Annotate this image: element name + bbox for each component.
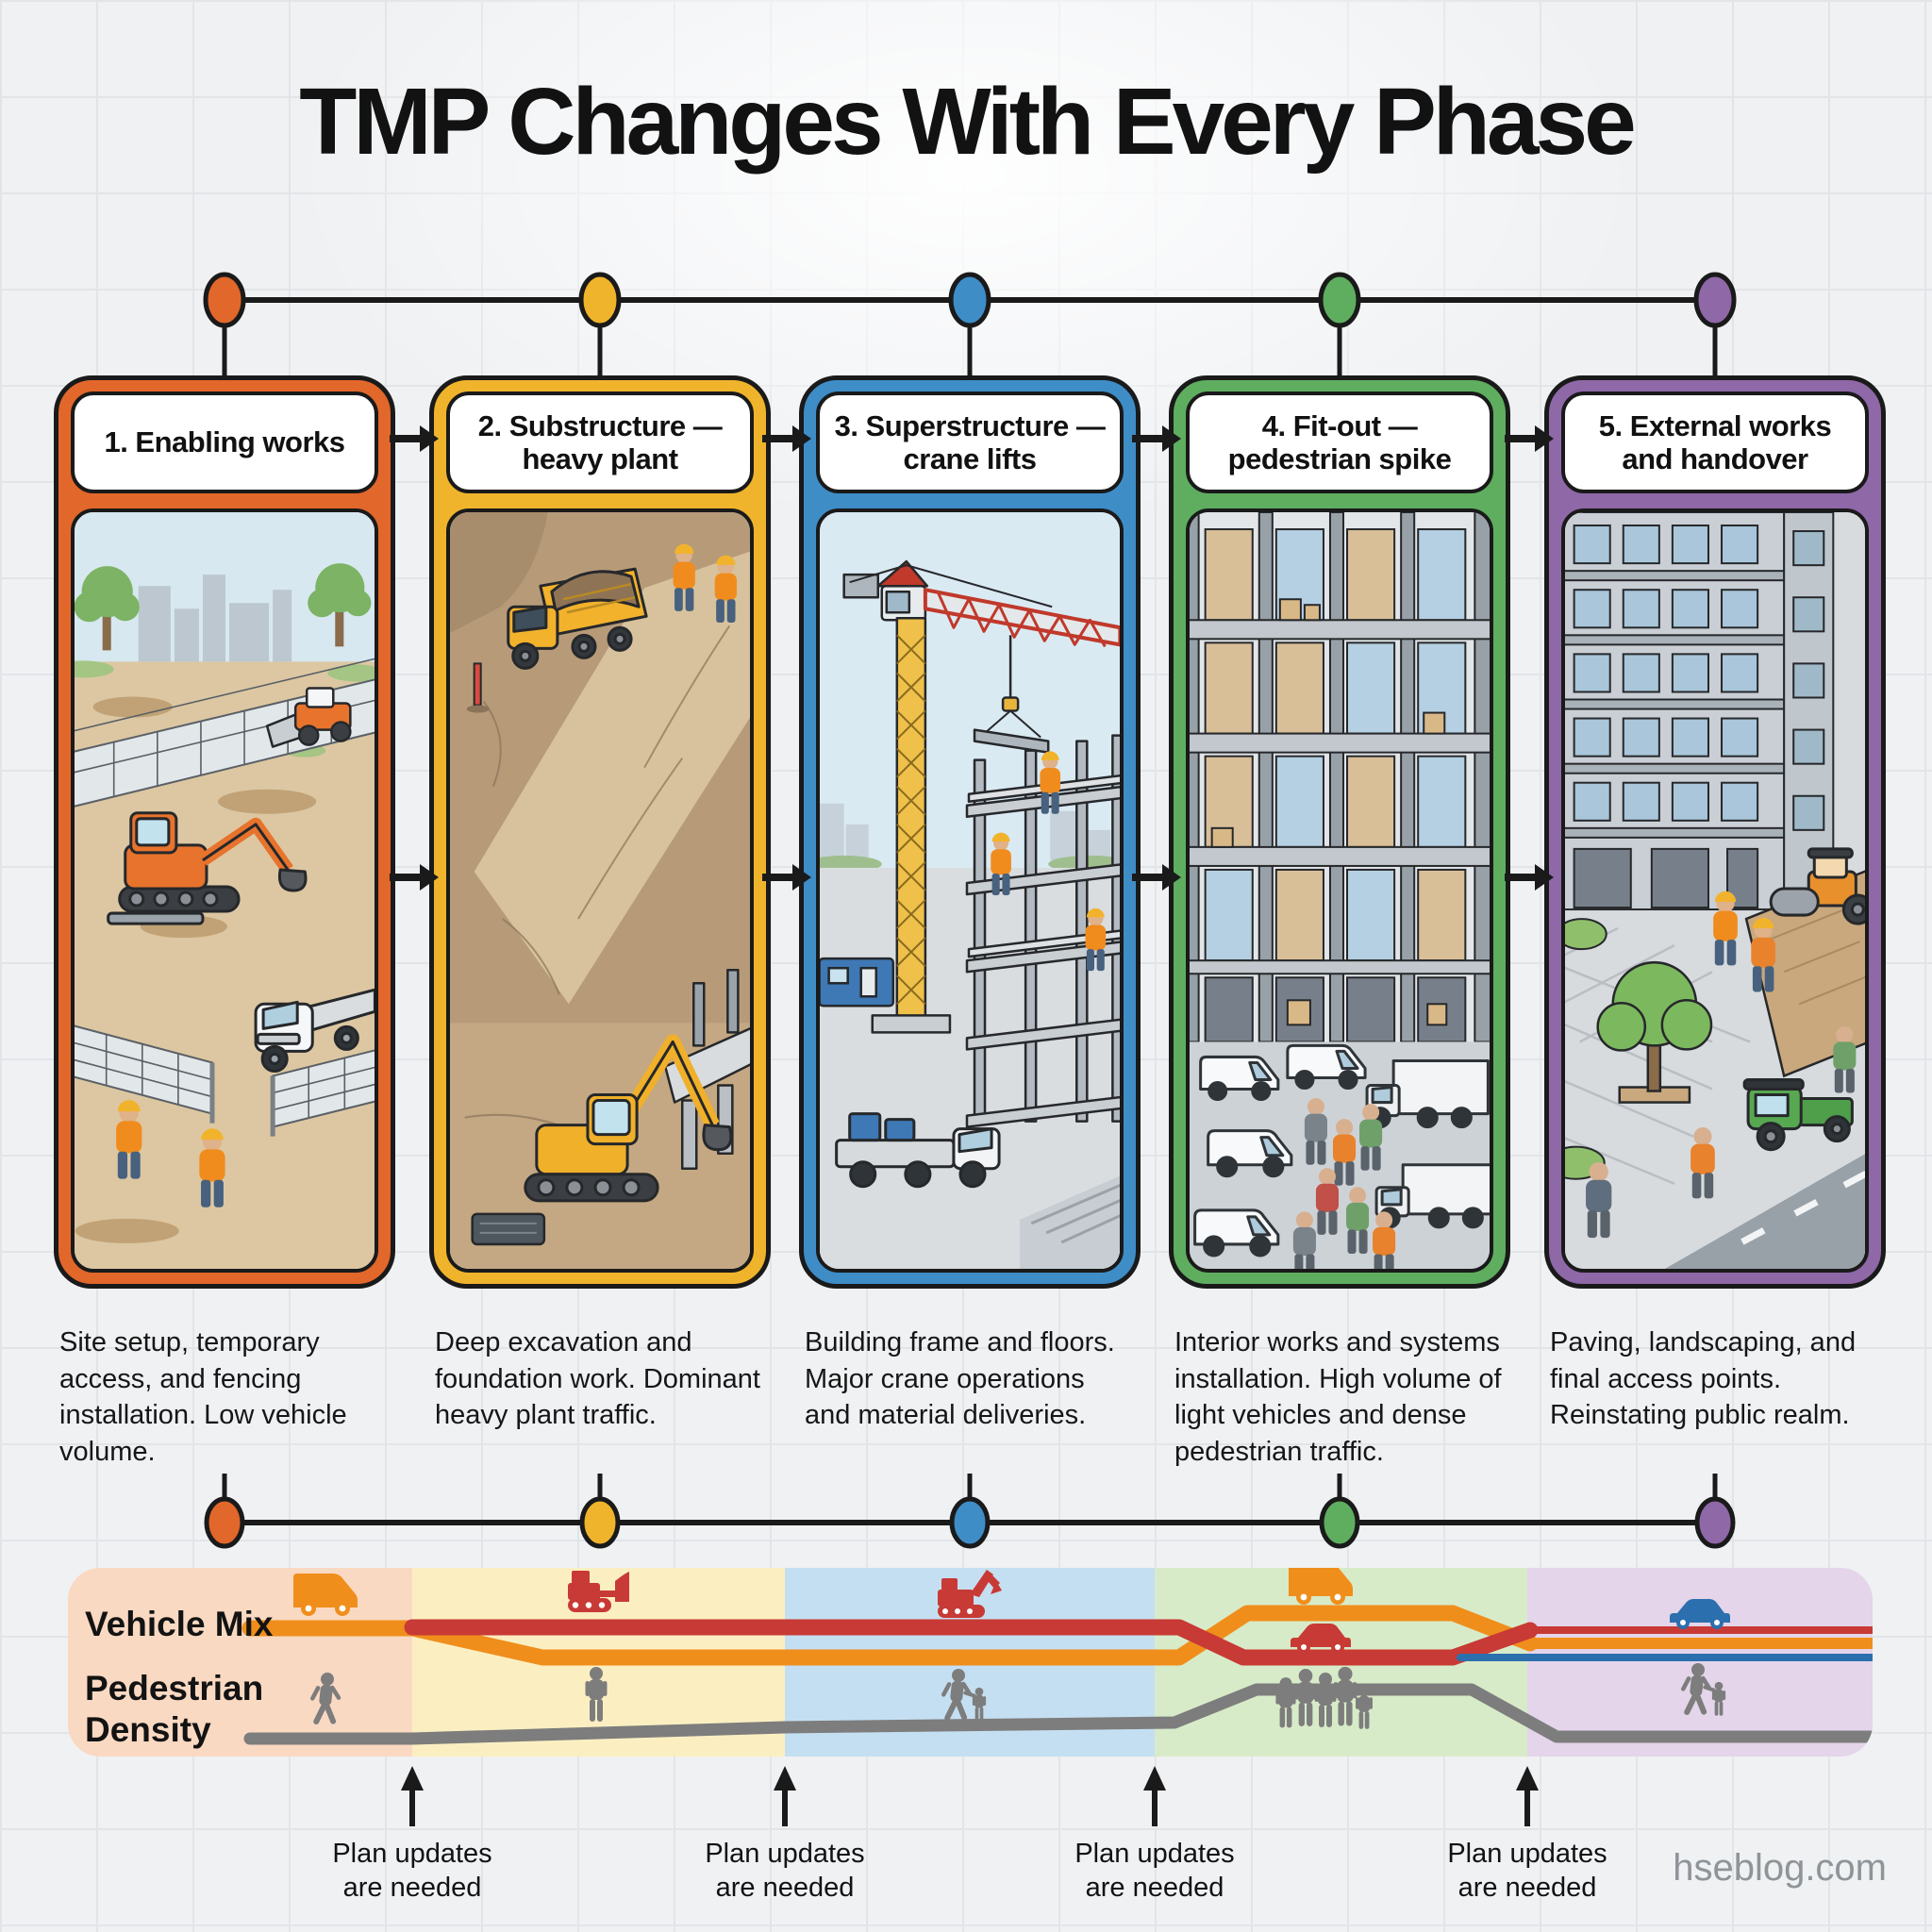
phase-3-dot <box>949 1496 991 1549</box>
roof-deck-icon <box>1020 1175 1120 1269</box>
plan-update-note-4: Plan updates are needed <box>1447 1839 1607 1903</box>
phase-5-band <box>1527 1568 1873 1757</box>
superstructure-scene-icon <box>820 512 1120 1269</box>
lower-fence-icon <box>75 1024 375 1137</box>
phase-5-title: 5. External works and handover <box>1561 391 1869 493</box>
skyline-icon <box>138 575 292 662</box>
arrow-right-icon <box>1505 425 1554 452</box>
plan-update-note-2: Plan updates are needed <box>705 1839 865 1903</box>
phase-card-1: 1. Enabling works <box>54 375 395 1289</box>
plan-update-note-1: Plan updates are needed <box>332 1839 492 1903</box>
watermark: hseblog.com <box>1673 1847 1887 1889</box>
phase-1-title: 1. Enabling works <box>71 391 378 493</box>
arrow-up-icon <box>774 1766 796 1826</box>
phase-1-dot <box>203 272 246 328</box>
arrow-right-icon <box>390 425 439 452</box>
phase-2-dot <box>579 1496 621 1549</box>
generator-icon <box>471 1212 546 1246</box>
phase-2-title: 2. Substructure — heavy plant <box>446 391 754 493</box>
phase-2-dot <box>578 272 622 328</box>
phase-2-illustration <box>446 508 754 1273</box>
plan-update-note-3: Plan updates are needed <box>1074 1839 1235 1903</box>
external-works-scene-icon <box>1565 512 1865 1269</box>
facade-icon <box>1190 512 1490 1043</box>
phase-2-description: Deep excavation and foundation work. Dom… <box>435 1327 760 1431</box>
arrow-up-icon <box>1143 1766 1166 1826</box>
phase-3-title: 3. Superstructure — crane lifts <box>816 391 1124 493</box>
box-truck-icon <box>1365 1058 1490 1129</box>
phase-3-illustration <box>816 508 1124 1273</box>
phase-4-dot <box>1318 272 1361 328</box>
arrow-right-icon <box>390 864 439 891</box>
arrow-right-icon <box>1132 425 1181 452</box>
phase-5-illustration <box>1561 508 1869 1273</box>
boxes-icon <box>1210 598 1446 848</box>
arrow-right-icon <box>762 864 811 891</box>
pedestrian-density-line <box>243 1683 1873 1745</box>
phase-1-dot <box>204 1496 245 1549</box>
phase-card-5: 5. External works and handover <box>1544 375 1886 1289</box>
top-timeline <box>203 272 1737 377</box>
mini-excavator-icon <box>107 811 308 925</box>
phase-5-dot <box>1694 1496 1736 1549</box>
plan-update-arrows <box>401 1766 1539 1826</box>
phase-4-title: 4. Fit-out — pedestrian spike <box>1186 391 1493 493</box>
phase-4-illustration <box>1186 508 1493 1273</box>
phase-card-2: 2. Substructure — heavy plant <box>429 375 771 1289</box>
roller-icon <box>1769 847 1865 925</box>
van-fleet-icon <box>1193 1043 1490 1257</box>
phase-3-description: Building frame and floors. Major crane o… <box>805 1327 1115 1431</box>
phase-5-description: Paving, landscaping, and final access po… <box>1550 1327 1857 1431</box>
page-title: TMP Changes With Every Phase <box>299 69 1637 175</box>
phase-3-dot <box>948 272 991 328</box>
phase-arrows <box>390 425 1554 891</box>
dump-truck-icon <box>507 567 648 670</box>
arrow-up-icon <box>401 1766 424 1826</box>
arrow-right-icon <box>1505 864 1554 891</box>
substructure-scene-icon <box>450 512 750 1269</box>
enabling-works-scene-icon <box>75 512 375 1269</box>
street-tree-icon <box>1596 960 1713 1104</box>
heavy-plant-line <box>404 1619 1539 1666</box>
utility-vehicle-icon <box>1742 1077 1854 1152</box>
phase-5-dot <box>1693 272 1737 328</box>
traffic-profile-chart <box>68 1568 1873 1757</box>
phase-4-description: Interior works and systems installation.… <box>1174 1327 1502 1467</box>
tree-icon <box>75 563 372 651</box>
arrow-right-icon <box>762 425 811 452</box>
phase-card-4: 4. Fit-out — pedestrian spike <box>1169 375 1510 1289</box>
bottom-timeline <box>204 1474 1736 1549</box>
arrow-up-icon <box>1516 1766 1539 1826</box>
marker-post-icon <box>466 662 490 713</box>
site-cabin-icon <box>820 957 895 1008</box>
flatbed-truck-icon <box>254 988 375 1073</box>
phase-card-3: 3. Superstructure — crane lifts <box>799 375 1141 1289</box>
phase-1-description: Site setup, temporary access, and fencin… <box>59 1327 347 1467</box>
fit-out-scene-icon <box>1190 512 1490 1269</box>
pedestrian-density-label: Pedestrian Density <box>85 1669 264 1749</box>
phase-1-illustration <box>71 508 378 1273</box>
arrow-right-icon <box>1132 864 1181 891</box>
skid-loader-icon <box>265 687 352 748</box>
vehicle-mix-label: Vehicle Mix <box>85 1605 274 1643</box>
delivery-truck-icon <box>835 1112 1001 1189</box>
excavator-icon <box>524 1034 733 1203</box>
phase-4-dot <box>1319 1496 1360 1549</box>
tower-crane-icon <box>842 559 1120 1034</box>
